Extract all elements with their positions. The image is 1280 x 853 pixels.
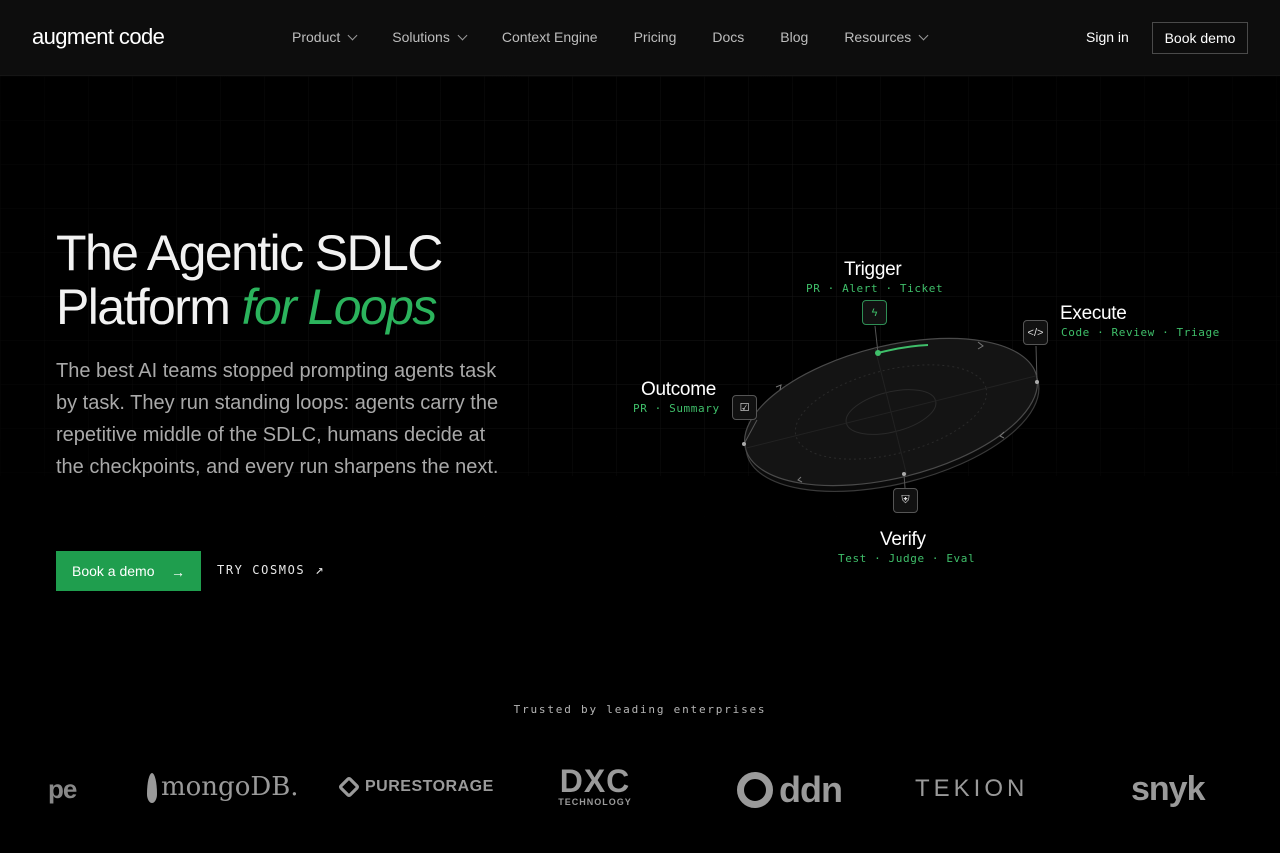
trigger-title: Trigger	[844, 259, 902, 280]
hero-title-accent: for Loops	[241, 279, 438, 335]
sign-in-link[interactable]: Sign in	[1086, 29, 1129, 45]
book-a-demo-button[interactable]: Book a demo →	[56, 551, 201, 591]
logo-ddn: ddn	[737, 769, 843, 811]
nav-item-label: Context Engine	[501, 29, 598, 45]
hero-description: The best AI teams stopped prompting agen…	[56, 360, 499, 478]
nav-item-pricing[interactable]: Pricing	[634, 29, 677, 45]
shield-check-icon[interactable]: ⛨	[893, 488, 918, 513]
logo-mongodb: mongoDB.	[147, 772, 299, 803]
arrow-right-icon: →	[171, 564, 185, 580]
outcome-title: Outcome	[641, 379, 716, 400]
grid-background	[0, 76, 1280, 636]
execute-subtitle: Code · Review · Triage	[1061, 326, 1220, 339]
loop-ellipse	[742, 325, 1040, 493]
nav-item-label: Resources	[844, 29, 912, 45]
chevron-down-icon	[457, 30, 468, 40]
hero-title: The Agentic SDLC Platform for Loops	[56, 225, 443, 335]
logo-ddn-text: ddn	[779, 769, 843, 810]
trusted-label: Trusted by leading enterprises	[513, 703, 767, 716]
outcome-subtitle: PR · Summary	[633, 402, 720, 415]
nav-item-product[interactable]: Product	[292, 29, 358, 45]
checkbox-icon[interactable]: ☑	[732, 395, 757, 420]
nav-item-label: Product	[292, 29, 341, 45]
customer-logos: pe mongoDB. PURESTORAGE DXC TECHNOLOGY d…	[0, 760, 1280, 820]
nav-item-label: Pricing	[633, 29, 677, 45]
logo-purestorage: PURESTORAGE	[337, 775, 494, 799]
leaf-icon	[147, 773, 157, 803]
hexagon-icon	[337, 775, 361, 799]
chevron-down-icon	[918, 30, 929, 40]
book-demo-button[interactable]: Book demo	[1152, 22, 1248, 54]
try-cosmos-label: TRY COSMOS	[217, 563, 306, 577]
book-a-demo-label: Book a demo	[72, 563, 155, 579]
nav-links: Product Solutions Context Engine Pricing…	[292, 29, 963, 45]
nav-item-solutions[interactable]: Solutions	[392, 29, 468, 45]
logo-dxc: DXC TECHNOLOGY	[556, 765, 634, 807]
brand-logo[interactable]: augment code	[32, 24, 165, 49]
execute-title: Execute	[1060, 303, 1127, 324]
nav-item-resources[interactable]: Resources	[844, 29, 929, 45]
nav-item-docs[interactable]: Docs	[712, 29, 744, 45]
chevron-down-icon	[347, 30, 358, 40]
try-cosmos-link[interactable]: TRY COSMOS ↗	[217, 562, 325, 578]
logo-dxc-subtext: TECHNOLOGY	[558, 797, 632, 807]
loop-diagram: Trigger PR · Alert · Ticket ϟ Execute Co…	[560, 240, 1260, 600]
hero-title-line1: The Agentic SDLC	[56, 225, 443, 281]
nav-item-label: Blog	[780, 29, 809, 45]
verify-title: Verify	[880, 529, 926, 550]
verify-subtitle: Test · Judge · Eval	[838, 552, 976, 565]
arrow-up-right-icon: ↗	[315, 562, 326, 578]
trigger-subtitle: PR · Alert · Ticket	[806, 282, 944, 295]
hero-title-line2: Platform	[56, 279, 242, 335]
nav-item-context-engine[interactable]: Context Engine	[502, 29, 598, 45]
lightning-icon[interactable]: ϟ	[862, 300, 887, 325]
logo-snyk: snyk	[1131, 770, 1205, 808]
nav-item-blog[interactable]: Blog	[780, 29, 808, 45]
top-nav: augment code Product Solutions Context E…	[0, 0, 1280, 76]
code-icon[interactable]: </>	[1023, 320, 1048, 345]
ring-icon	[737, 772, 773, 808]
nav-item-label: Solutions	[392, 29, 450, 45]
logo-tekion: TEKION	[915, 775, 1029, 802]
logo-dxc-text: DXC	[559, 763, 631, 799]
nav-item-label: Docs	[712, 29, 745, 45]
logo-partial: pe	[48, 774, 77, 804]
logo-purestorage-text: PURESTORAGE	[365, 778, 494, 796]
logo-mongodb-text: mongoDB.	[161, 772, 299, 802]
